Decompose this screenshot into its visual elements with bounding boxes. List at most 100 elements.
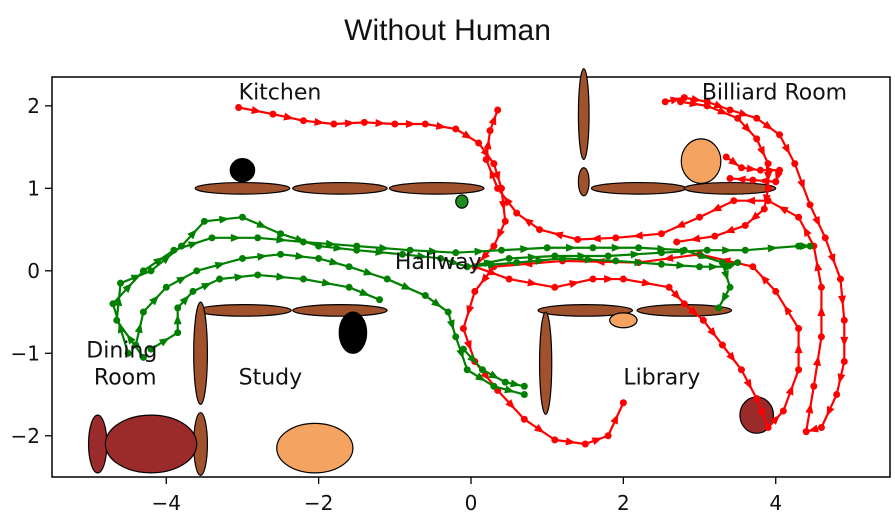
- trajectory-point-2-0: [677, 98, 684, 106]
- trajectory-arrow-5-4: [257, 252, 268, 261]
- obstacle-21: [338, 311, 368, 354]
- trajectory-arrow-0-16: [604, 275, 615, 284]
- y-tick-label-0: 2: [27, 94, 40, 118]
- trajectory-arrow-0-11: [497, 228, 505, 240]
- trajectory-point-2-2: [734, 114, 742, 122]
- trajectory-point-5-11: [452, 333, 460, 341]
- trajectory-point-3-4: [772, 178, 780, 186]
- trajectory-arrow-2-1: [717, 106, 728, 115]
- trajectory-arrow-5-7: [363, 267, 374, 276]
- trajectory-point-6-11: [543, 244, 551, 252]
- trajectory-point-2-1: [703, 102, 711, 110]
- trajectory-point-5-1: [139, 308, 147, 316]
- trajectory-point-4-3: [147, 267, 155, 275]
- trajectory-point-1-17: [817, 283, 825, 291]
- trajectory-point-6-13: [635, 244, 643, 252]
- y-tick-label-4: −2: [11, 424, 40, 448]
- trajectory-point-0-40: [581, 440, 589, 448]
- trajectory-arrow-0-1: [283, 112, 295, 121]
- trajectory-arrow-0-14: [527, 278, 538, 287]
- x-tick-label-1: −2: [304, 491, 333, 515]
- trajectory-point-1-21: [730, 197, 738, 205]
- trajectory-point-1-3: [726, 106, 734, 114]
- trajectory-arrow-7-7: [359, 288, 370, 296]
- trajectory-point-1-5: [776, 131, 784, 139]
- trajectory-arrow-0-33: [480, 273, 490, 284]
- trajectory-point-1-11: [840, 358, 848, 366]
- trajectory-arrow-1-2: [713, 100, 725, 109]
- trajectory-point-1-8: [821, 234, 829, 242]
- trajectory-arrow-1-29: [483, 139, 492, 150]
- trajectory-arrow-1-3: [738, 109, 750, 117]
- trajectory-point-4-0: [139, 353, 147, 361]
- trajectory-point-3-1: [737, 164, 745, 172]
- trajectory-arrow-0-18: [671, 289, 681, 300]
- trajectory-point-4-6: [238, 213, 246, 221]
- trajectory-arrow-6-9: [474, 247, 485, 256]
- trajectory-arrow-5-0: [134, 322, 143, 334]
- trajectory-arrow-9-2: [510, 379, 521, 388]
- trajectory-arrow-1-22: [674, 220, 686, 228]
- trajectory-arrow-8-0: [487, 260, 498, 269]
- trajectory-point-0-2: [299, 117, 307, 125]
- trajectory-point-0-24: [764, 424, 772, 432]
- trajectory-arrow-4-4: [187, 229, 198, 240]
- trajectory-point-1-12: [833, 391, 841, 399]
- trajectory-point-0-41: [604, 432, 612, 440]
- obstacle-9: [193, 301, 209, 406]
- trajectory-arrow-6-3: [187, 241, 199, 250]
- trajectory-arrow-1-16: [817, 306, 826, 317]
- trajectory-point-0-11: [501, 217, 509, 225]
- trajectory-arrow-1-28: [489, 168, 498, 180]
- room-label-6: Library: [623, 366, 700, 391]
- trajectory-arrow-8-2: [584, 255, 596, 264]
- trajectory-point-6-7: [353, 242, 361, 250]
- trajectory-point-5-5: [277, 250, 285, 258]
- trajectory-arrow-6-13: [657, 244, 668, 253]
- obstacle-layer: [87, 68, 777, 476]
- trajectory-arrow-4-3: [160, 254, 171, 265]
- trajectory-point-1-0: [661, 98, 669, 106]
- trajectory-arrow-0-35: [464, 339, 472, 351]
- trajectory-arrow-5-8: [400, 282, 412, 290]
- trajectory-arrow-7-4: [234, 273, 245, 282]
- trajectory-arrow-4-17: [722, 246, 733, 255]
- trajectory-point-0-12: [490, 242, 498, 250]
- trajectory-point-0-0: [235, 104, 243, 112]
- trajectory-point-4-13: [505, 254, 513, 262]
- trajectory-arrow-0-37: [505, 399, 516, 410]
- trajectory-arrow-7-6: [321, 278, 333, 287]
- trajectory-arrow-1-18: [803, 226, 812, 238]
- trajectory-point-9-end: [520, 382, 528, 390]
- trajectory-point-0-28: [772, 287, 780, 295]
- trajectory-arrow-1-20: [744, 196, 755, 205]
- trajectory-arrow-0-5: [406, 120, 417, 129]
- trajectory-arrow-0-15: [569, 280, 580, 288]
- trajectory-arrow-2-3: [757, 145, 765, 157]
- trajectory-point-4-14: [551, 252, 559, 260]
- room-label-1: Billiard Room: [702, 80, 847, 105]
- trajectory-arrow-0-40: [591, 437, 603, 446]
- trajectory-point-0-26: [795, 366, 803, 374]
- trajectory-point-4-2: [117, 279, 125, 287]
- trajectory-arrow-1-4: [762, 120, 773, 130]
- trajectory-arrow-4-18: [767, 244, 778, 253]
- trajectory-arrow-0-23: [757, 407, 765, 419]
- obstacle-2: [388, 181, 485, 195]
- obstacle-4: [577, 167, 590, 197]
- trajectory-point-6-1: [109, 300, 117, 308]
- obstacle-11: [537, 304, 634, 317]
- trajectory-arrow-0-3: [344, 119, 356, 128]
- trajectory-arrow-5-1: [149, 295, 159, 306]
- trajectory-arrow-1-17: [814, 260, 823, 272]
- obstacle-8: [292, 304, 388, 317]
- trajectory-arrow-1-26: [523, 217, 534, 227]
- trajectory-point-0-20: [699, 316, 707, 324]
- trajectory-arrow-4-13: [527, 253, 538, 262]
- trajectory-arrow-4-5: [219, 215, 230, 224]
- trajectory-point-4-19: [795, 242, 803, 250]
- x-tick-label-4: 4: [769, 491, 782, 515]
- trajectory-point-5-0: [132, 341, 140, 349]
- trajectory-point-1-6: [791, 160, 799, 168]
- trajectory-arrow-6-11: [566, 243, 577, 252]
